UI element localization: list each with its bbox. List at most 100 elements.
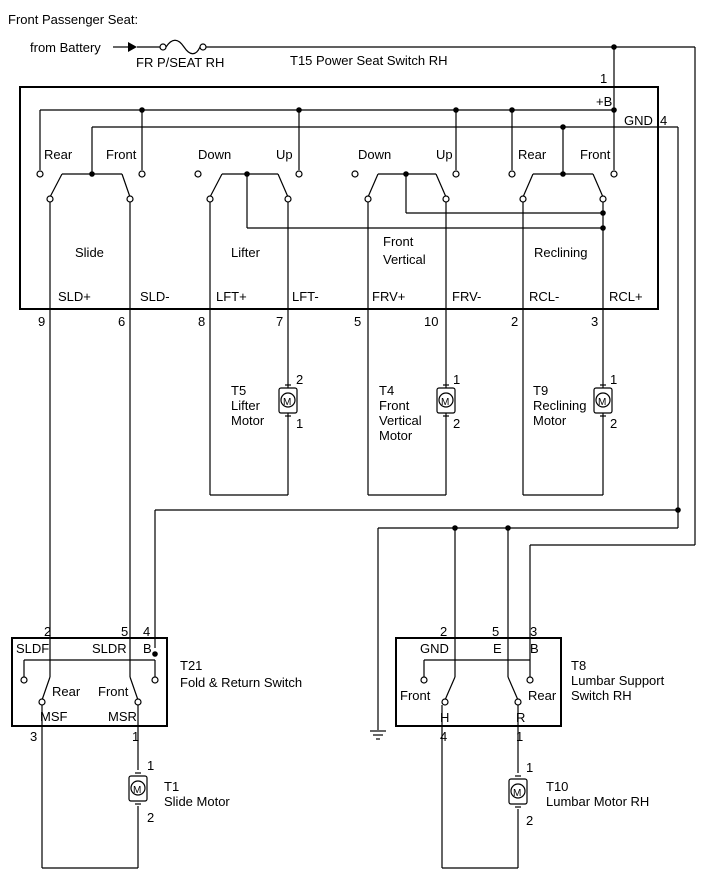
t8-label-b: B [530, 641, 539, 656]
t10-id: T10 [546, 779, 568, 794]
recline-rear-label: Rear [518, 147, 547, 162]
motor-icon: M [593, 384, 613, 417]
t8-pin-5: 5 [492, 624, 499, 639]
t5-line2: Motor [231, 413, 265, 428]
t15-pin-gnd: 4 [660, 113, 667, 128]
arrow-right-icon [113, 42, 137, 52]
t4-id: T4 [379, 383, 394, 398]
t8-pin-2: 2 [440, 624, 447, 639]
t10-pin-bottom: 2 [526, 813, 533, 828]
frv-title-2: Vertical [383, 252, 426, 267]
term-sld-minus: SLD- [140, 289, 170, 304]
t15-switch-box [19, 86, 659, 310]
t5-id: T5 [231, 383, 246, 398]
t5-m-symbol: M [283, 397, 291, 408]
t4-pin-bottom: 2 [453, 416, 460, 431]
pin-2: 2 [511, 314, 518, 329]
t21-label-sldr: SLDR [92, 641, 127, 656]
fuse-icon [159, 39, 207, 55]
term-frv-plus: FRV+ [372, 289, 405, 304]
t10-m-symbol: M [513, 788, 521, 799]
t5-pin-bottom: 1 [296, 416, 303, 431]
t21-label-msf: MSF [40, 709, 68, 724]
motor-icon: M [128, 772, 148, 805]
t15-pin-b: 1 [600, 71, 607, 86]
term-rcl-plus: RCL+ [609, 289, 643, 304]
t10-pin-top: 1 [526, 760, 533, 775]
t15-name: T15 Power Seat Switch RH [290, 53, 448, 68]
t21-switch-box [11, 637, 168, 727]
t15-label-b: +B [596, 94, 612, 109]
t4-line2: Vertical [379, 413, 422, 428]
lifter-title: Lifter [231, 245, 261, 260]
t21-name: Fold & Return Switch [180, 675, 302, 690]
t8-label-h: H [440, 710, 449, 725]
frv-down-label: Down [358, 147, 391, 162]
ground-icon [370, 730, 386, 740]
pin-5: 5 [354, 314, 361, 329]
t1-name: Slide Motor [164, 794, 230, 809]
t21-pin-4: 4 [143, 624, 150, 639]
t8-label-e: E [493, 641, 502, 656]
t21-id: T21 [180, 658, 202, 673]
t9-id: T9 [533, 383, 548, 398]
t8-name-2: Switch RH [571, 688, 632, 703]
t21-pin-1: 1 [132, 729, 139, 744]
t8-label-r: R [516, 710, 525, 725]
recline-front-label: Front [580, 147, 611, 162]
t8-label-gnd: GND [420, 641, 449, 656]
pin-6: 6 [118, 314, 125, 329]
frv-up-label: Up [436, 147, 453, 162]
t9-m-symbol: M [598, 397, 606, 408]
t21-pin-5: 5 [121, 624, 128, 639]
term-sld-plus: SLD+ [58, 289, 91, 304]
t4-line3: Motor [379, 428, 413, 443]
t10-name: Lumbar Motor RH [546, 794, 649, 809]
t4-pin-top: 1 [453, 372, 460, 387]
term-rcl-minus: RCL- [529, 289, 559, 304]
t9-pin-bottom: 2 [610, 416, 617, 431]
slide-front-label: Front [106, 147, 137, 162]
t21-label-sldf: SLDF [16, 641, 49, 656]
t21-label-msr: MSR [108, 709, 137, 724]
t8-rear-label: Rear [528, 688, 557, 703]
lifter-up-label: Up [276, 147, 293, 162]
term-frv-minus: FRV- [452, 289, 481, 304]
lifter-down-label: Down [198, 147, 231, 162]
term-lft-plus: LFT+ [216, 289, 247, 304]
t5-pin-top: 2 [296, 372, 303, 387]
t15-gnd-label: GND [624, 113, 653, 128]
t8-switch-box [395, 637, 562, 727]
frv-title-1: Front [383, 234, 414, 249]
t9-pin-top: 1 [610, 372, 617, 387]
t1-pin-bottom: 2 [147, 810, 154, 825]
t21-pin-2: 2 [44, 624, 51, 639]
t9-line1: Reclining [533, 398, 586, 413]
t8-pin-1: 1 [516, 729, 523, 744]
fuse-label: FR P/SEAT RH [136, 55, 224, 70]
t21-rear-label: Rear [52, 684, 81, 699]
t21-label-b: B [143, 641, 152, 656]
motor-icon: M [278, 384, 298, 417]
pin-7: 7 [276, 314, 283, 329]
t8-name-1: Lumbar Support [571, 673, 665, 688]
t1-id: T1 [164, 779, 179, 794]
pin-9: 9 [38, 314, 45, 329]
t8-front-label: Front [400, 688, 431, 703]
slide-rear-label: Rear [44, 147, 73, 162]
t9-line2: Motor [533, 413, 567, 428]
t5-line1: Lifter [231, 398, 261, 413]
pin-8: 8 [198, 314, 205, 329]
pin-10: 10 [424, 314, 438, 329]
motor-icon: M [436, 384, 456, 417]
t4-line1: Front [379, 398, 410, 413]
motor-icon: M [508, 775, 528, 808]
t1-pin-top: 1 [147, 758, 154, 773]
term-lft-minus: LFT- [292, 289, 319, 304]
diagram-title: Front Passenger Seat: [8, 12, 138, 27]
t8-id: T8 [571, 658, 586, 673]
t8-pin-4: 4 [440, 729, 447, 744]
slide-title: Slide [75, 245, 104, 260]
